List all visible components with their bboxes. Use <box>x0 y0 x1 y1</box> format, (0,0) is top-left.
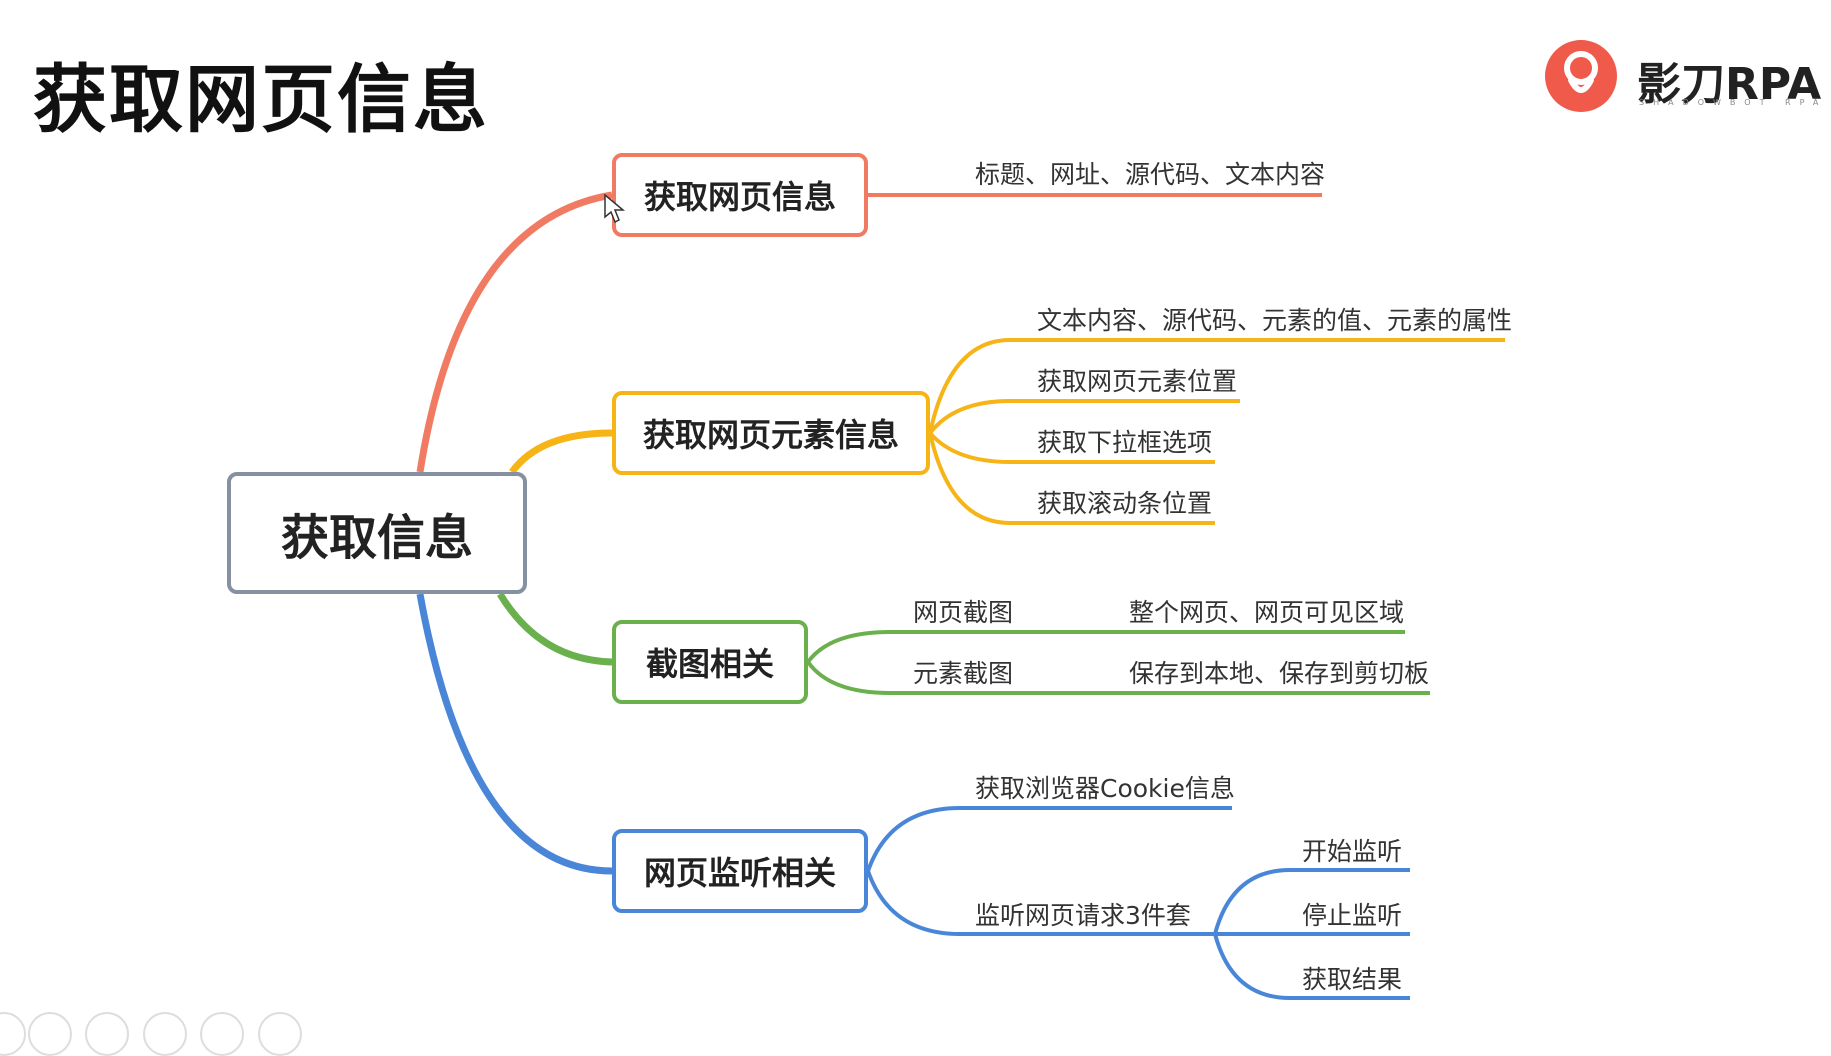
leaf-branch2-1[interactable]: 文本内容、源代码、元素的值、元素的属性 <box>1037 306 1513 335</box>
branch-node-3[interactable]: 截图相关 <box>612 620 808 704</box>
connector-root-branch3 <box>497 592 613 666</box>
page-title: 获取网页信息 <box>33 57 489 143</box>
pen-icon[interactable] <box>85 1012 129 1056</box>
mindmap-connectors <box>416 191 1505 1000</box>
root-node[interactable]: 获取信息 <box>227 472 527 594</box>
leaf-branch2-2[interactable]: 获取网页元素位置 <box>1037 367 1238 396</box>
slides-icon[interactable] <box>143 1012 187 1056</box>
leaf-branch3-1[interactable]: 网页截图 <box>913 598 1014 627</box>
presentation-toolbar <box>0 1008 320 1056</box>
logo-subtitle: SHADOWBOT RPA <box>1639 98 1828 107</box>
play-icon[interactable] <box>28 1012 72 1056</box>
leaf-branch3-1-detail[interactable]: 整个网页、网页可见区域 <box>1129 598 1405 627</box>
brand-logo: 影刀RPA SHADOWBOT RPA <box>1545 40 1821 120</box>
connector-branch2-leaf2 <box>928 399 1240 435</box>
connector-sub-leaf3 <box>1213 933 1410 1000</box>
connector-root-branch4 <box>416 593 613 875</box>
leaf-sub-1[interactable]: 开始监听 <box>1302 837 1403 866</box>
connector-branch2-leaf4 <box>928 432 1215 525</box>
connector-branch4-leaf1 <box>866 806 1232 872</box>
connector-branch2-leaf3 <box>928 431 1215 464</box>
leaf-branch4-2[interactable]: 监听网页请求3件套 <box>975 901 1191 930</box>
connector-sub-leaf1 <box>1213 868 1410 935</box>
logo-text: 影刀RPA <box>1637 59 1822 110</box>
branch-node-1[interactable]: 获取网页信息 <box>612 153 868 237</box>
leaf-branch2-4[interactable]: 获取滚动条位置 <box>1037 489 1213 518</box>
leaf-branch4-1[interactable]: 获取浏览器Cookie信息 <box>975 774 1235 803</box>
leaf-sub-3[interactable]: 获取结果 <box>1302 965 1403 994</box>
more-icon[interactable] <box>258 1012 302 1056</box>
connector-branch2-leaf1 <box>928 338 1505 434</box>
connector-root-branch2 <box>509 429 613 475</box>
connector-root-branch1 <box>416 191 613 473</box>
branch-node-4[interactable]: 网页监听相关 <box>612 829 868 913</box>
zoom-icon[interactable] <box>200 1012 244 1056</box>
leaf-branch3-2-detail[interactable]: 保存到本地、保存到剪切板 <box>1129 659 1430 688</box>
prev-icon[interactable] <box>0 1012 26 1056</box>
leaf-branch1-1[interactable]: 标题、网址、源代码、文本内容 <box>975 160 1326 189</box>
logo-icon <box>1545 40 1617 112</box>
leaf-branch2-3[interactable]: 获取下拉框选项 <box>1037 428 1213 457</box>
mouse-cursor-icon <box>604 194 626 224</box>
leaf-branch3-2[interactable]: 元素截图 <box>913 659 1014 688</box>
connector-branch3-leaf2 <box>806 660 1430 695</box>
connector-branch3-leaf1 <box>806 630 1405 664</box>
connector-branch4-leaf2 <box>866 870 1215 936</box>
leaf-sub-2[interactable]: 停止监听 <box>1302 901 1403 930</box>
branch-node-2[interactable]: 获取网页元素信息 <box>612 391 930 475</box>
